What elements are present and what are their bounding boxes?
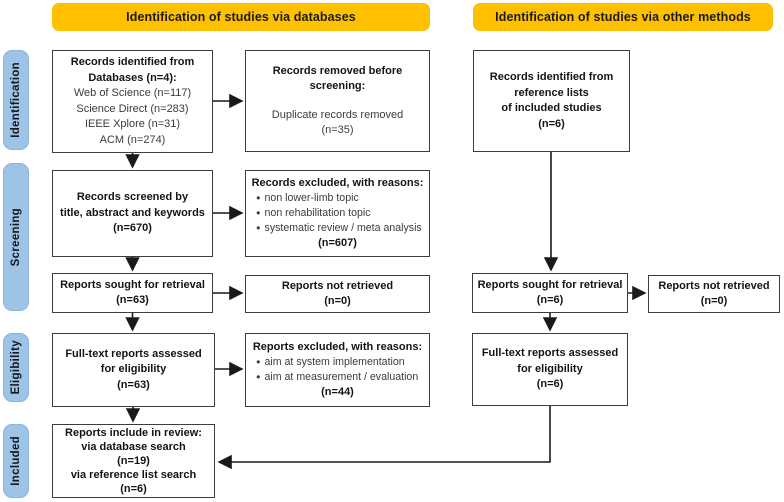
stage-label-eligibility: Eligibility [3, 333, 29, 402]
stage-label-identification: Identification [3, 50, 29, 150]
exclusion-reason-item: aim at measurement / evaluation [249, 370, 426, 385]
stage-label-screening: Screening [3, 163, 29, 311]
box-reports-excluded: Reports excluded, with reasons: aim at s… [245, 333, 430, 407]
box-title-line: (n=670) [113, 222, 152, 235]
box-title-line: (n=6) [120, 483, 147, 496]
box-title-line: (n=0) [324, 295, 351, 307]
box-title-line: Reports not retrieved [281, 279, 394, 292]
box-title-line: via database search [81, 440, 186, 453]
box-title-line: for eligibility [100, 363, 167, 376]
box-reports-included: Reports include in review: via database … [52, 424, 215, 498]
stage-label-eligibility-text: Eligibility [10, 340, 22, 395]
box-title-line: reference lists [514, 86, 589, 99]
stage-label-included-text: Included [10, 436, 22, 486]
box-reports-not-retrieved-databases: Reports not retrieved (n=0) [245, 275, 430, 313]
box-title-line: Full-text reports assessed [481, 347, 619, 360]
box-reports-not-retrieved-references: Reports not retrieved (n=0) [648, 275, 780, 313]
box-count-line: (n=607) [318, 237, 357, 249]
stage-label-screening-text: Screening [10, 207, 22, 267]
box-title-line: for eligibility [517, 362, 583, 375]
box-fulltext-assessed-references: Full-text reports assessed for eligibili… [472, 333, 628, 406]
box-title-line: via reference list search [70, 469, 197, 482]
box-title-line: Full-text reports assessed [65, 347, 202, 360]
box-title-line: Records screened by [76, 191, 189, 204]
box-title-line: title, abstract and keywords [60, 206, 205, 219]
box-title-line: (n=0) [700, 295, 728, 307]
box-body-line: Duplicate records removed [271, 108, 404, 121]
header-other-methods-label: Identification of studies via other meth… [495, 10, 751, 24]
box-title-line: Reports not retrieved [658, 279, 770, 292]
arrow-reffulltext-to-included [217, 406, 551, 470]
box-title-line: (n=63) [116, 294, 149, 306]
header-databases-label: Identification of studies via databases [126, 10, 356, 24]
box-title-line: Reports sought for retrieval [477, 278, 623, 291]
box-title-line: (n=63) [117, 378, 150, 391]
box-records-identified-references: Records identified from reference lists … [473, 50, 630, 152]
box-title-line: (n=19) [117, 454, 150, 467]
box-title-line: Records identified from [70, 56, 195, 68]
box-body-line: ACM (n=274) [99, 133, 166, 146]
box-title-line: Records excluded, with reasons: [251, 176, 424, 189]
box-title-line: Reports sought for retrieval [60, 278, 205, 291]
box-records-removed: Records removed before screening: Duplic… [245, 50, 430, 152]
box-title-line: screening: [309, 80, 366, 92]
box-body-line: (n=35) [321, 124, 354, 136]
box-title-line: Reports excluded, with reasons: [252, 340, 423, 353]
box-count-line: (n=44) [321, 386, 354, 398]
stage-label-included: Included [3, 424, 29, 498]
box-body-line: Web of Science (n=117) [73, 87, 192, 99]
box-body-line: IEEE Xplore (n=31) [84, 118, 181, 130]
exclusion-reason-item: non rehabilitation topic [249, 206, 426, 221]
stage-label-identification-text: Identification [10, 62, 22, 138]
box-reports-sought-databases: Reports sought for retrieval (n=63) [52, 273, 213, 313]
box-title-line: (n=6) [538, 117, 565, 130]
box-reports-sought-references: Reports sought for retrieval (n=6) [472, 273, 628, 313]
header-other-methods: Identification of studies via other meth… [473, 3, 773, 31]
box-fulltext-assessed-databases: Full-text reports assessed for eligibili… [52, 333, 215, 407]
box-title-line: (n=6) [536, 378, 564, 391]
exclusion-reason-item: aim at system implementation [249, 355, 426, 370]
box-title-line: (n=6) [536, 294, 564, 306]
box-title-line: of included studies [501, 102, 602, 114]
box-title-line: Records identified from [489, 71, 614, 83]
box-body-line: Science Direct (n=283) [76, 102, 189, 115]
box-title-line: Databases (n=4): [88, 71, 177, 84]
box-title-line: Reports include in review: [65, 426, 202, 439]
exclusion-reason-item: systematic review / meta analysis [249, 221, 426, 236]
box-records-excluded: Records excluded, with reasons: non lowe… [245, 170, 430, 257]
header-databases: Identification of studies via databases [52, 3, 430, 31]
box-records-identified-databases: Records identified from Databases (n=4):… [52, 50, 213, 153]
exclusion-reason-item: non lower-limb topic [249, 191, 426, 206]
box-records-screened: Records screened by title, abstract and … [52, 170, 213, 257]
box-title-line: Records removed before [272, 64, 403, 77]
